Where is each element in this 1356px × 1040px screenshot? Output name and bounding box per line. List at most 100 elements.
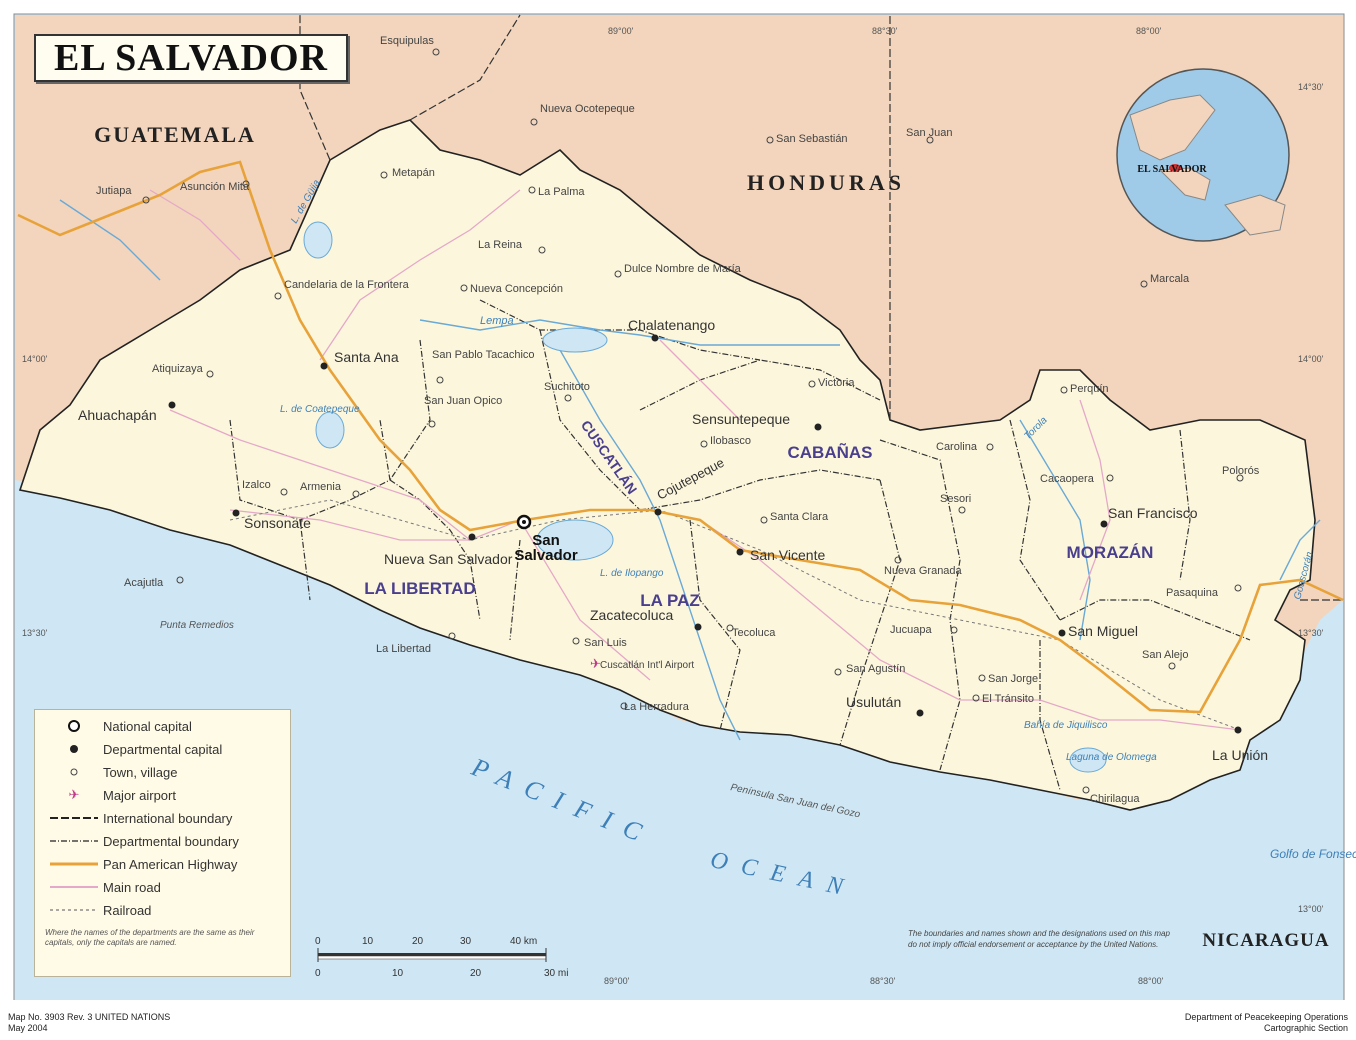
town-label: Polorós: [1222, 465, 1260, 477]
main-road-icon: [45, 884, 103, 890]
scale-km-label: 0: [315, 936, 321, 947]
globe-label: EL SALVADOR: [1137, 164, 1207, 175]
town-label: Ilobasco: [710, 435, 751, 447]
town-label: Esquipulas: [380, 35, 434, 47]
town-label: La Palma: [538, 186, 585, 198]
town-label: Atiquizaya: [152, 363, 204, 375]
railroad-icon: [45, 907, 103, 913]
highway-icon: [45, 861, 103, 867]
graticule-label: 14°00': [22, 354, 48, 364]
town-label: Victoria: [818, 377, 855, 389]
town-label: Metapán: [392, 167, 435, 179]
city-label: Santa Ana: [334, 349, 399, 365]
bay-label: Bahía de Jiquilisco: [1024, 720, 1108, 731]
town-label: La Libertad: [376, 643, 431, 655]
legend-item: ✈ Major airport: [45, 785, 176, 805]
map-number: Map No. 3903 Rev. 3 UNITED NATIONS: [8, 1012, 171, 1022]
capital-label-line1: San: [532, 532, 560, 549]
town-label: Asunción Mita: [180, 181, 250, 193]
main-roads: [149, 189, 1241, 731]
legend-item: International boundary: [45, 808, 232, 828]
legend-label: International boundary: [103, 810, 233, 826]
city-label: Chalatenango: [628, 317, 715, 333]
gulf-label: Golfo de Fonseca: [1270, 847, 1356, 861]
river-label: Lempa: [480, 315, 514, 327]
towns: Esquipulas Nueva Ocotepeque San Sebastiá…: [96, 35, 1260, 805]
town-label: La Herradura: [624, 701, 690, 713]
city-label: La Unión: [1212, 747, 1268, 763]
town-label: Pasaquina: [1166, 587, 1219, 599]
graticule-label: 13°30': [1298, 628, 1324, 638]
town-label: San Luis: [584, 637, 627, 649]
international-boundary-icon: [45, 815, 103, 821]
disclaimer: The boundaries and names shown and the d…: [908, 929, 1170, 949]
rivers: [59, 199, 1321, 741]
department-label: CABAÑAS: [788, 442, 873, 462]
graticule-label: 14°00': [1298, 354, 1324, 364]
town-label: Izalco: [242, 479, 271, 491]
legend-item: Main road: [45, 877, 161, 897]
town-label: San Juan: [906, 127, 952, 139]
lake-label: L. de Coatepeque: [280, 404, 360, 415]
town-label: Perquín: [1070, 383, 1109, 395]
town-label: Acajutla: [124, 577, 164, 589]
nicaragua-label: NICARAGUA: [1202, 930, 1329, 951]
airport-label: Cuscatlán Int'l Airport: [600, 660, 694, 671]
scale-km-label: 30: [460, 936, 472, 947]
airport-icon: ✈: [68, 787, 80, 802]
city-label: Nueva San Salvador: [384, 551, 513, 567]
graticule-label: 88°00': [1136, 26, 1162, 36]
town-label: Jutiapa: [96, 185, 132, 197]
legend-label: National capital: [103, 718, 192, 734]
town-label: Dulce Nombre de María: [624, 263, 742, 275]
legend-item: Departmental boundary: [45, 831, 239, 851]
town-label: Tecoluca: [732, 627, 776, 639]
town-label: Sesori: [940, 493, 971, 505]
town-label: Armenia: [300, 481, 342, 493]
capital-label-line2: Salvador: [514, 547, 578, 564]
map-title-box: EL SALVADOR: [34, 34, 348, 82]
legend-item: Departmental capital: [45, 739, 222, 759]
town-label: Nueva Concepción: [470, 283, 563, 295]
legend-item: Railroad: [45, 900, 151, 920]
town-label: San Agustín: [846, 663, 905, 675]
scale-bar: [317, 948, 547, 962]
city-label: Sonsonate: [244, 515, 311, 531]
department-credit: Department of Peacekeeping Operations: [1184, 1012, 1348, 1022]
section-credit: Cartographic Section: [1263, 1023, 1348, 1033]
graticule-label: 88°30': [870, 976, 896, 986]
city-label: San Francisco: [1108, 505, 1198, 521]
legend-label: Railroad: [103, 902, 152, 918]
town-label: Jucuapa: [890, 624, 932, 636]
town-label: La Reina: [478, 239, 523, 251]
department-label: LA PAZ: [640, 591, 700, 610]
scale-mi-label: 30 mi: [544, 968, 568, 979]
town-label: El Tránsito: [982, 693, 1034, 705]
guatemala-label: GUATEMALA: [94, 122, 256, 147]
scale-km-label: 10: [362, 936, 374, 947]
el-salvador-land: [18, 119, 1316, 811]
scale-km-label: 40 km: [510, 936, 537, 947]
national-capital-icon: [45, 719, 103, 733]
lakes: [303, 221, 1107, 773]
footer-left: Map No. 3903 Rev. 3 UNITED NATIONS May 2…: [8, 1012, 170, 1034]
legend-note: Where the names of the departments are t…: [45, 928, 255, 947]
graticule-label: 88°00': [1138, 976, 1164, 986]
map-svg: EL SALVADOR GUATEMALA HONDURAS NICARAGUA…: [13, 13, 1356, 1007]
honduras-label: HONDURAS: [747, 170, 905, 195]
airport-icon: ✈: [590, 656, 601, 671]
legend-label: Departmental capital: [103, 741, 223, 757]
town-label: Candelaria de la Frontera: [284, 279, 410, 291]
legend-item: Pan American Highway: [45, 854, 237, 874]
town-label: Carolina: [936, 441, 978, 453]
department-boundaries: [229, 299, 1251, 791]
town-label: Nueva Granada: [884, 565, 963, 577]
footer-right: Department of Peacekeeping Operations Ca…: [1185, 1012, 1348, 1034]
departmental-boundary-icon: [45, 838, 103, 844]
legend: National capital Departmental capital To…: [34, 709, 291, 977]
scale-mi-label: 0: [315, 968, 321, 979]
legend-item: National capital: [45, 716, 192, 736]
scale-mi-label: 10: [392, 968, 404, 979]
city-label: Usulután: [846, 694, 901, 710]
